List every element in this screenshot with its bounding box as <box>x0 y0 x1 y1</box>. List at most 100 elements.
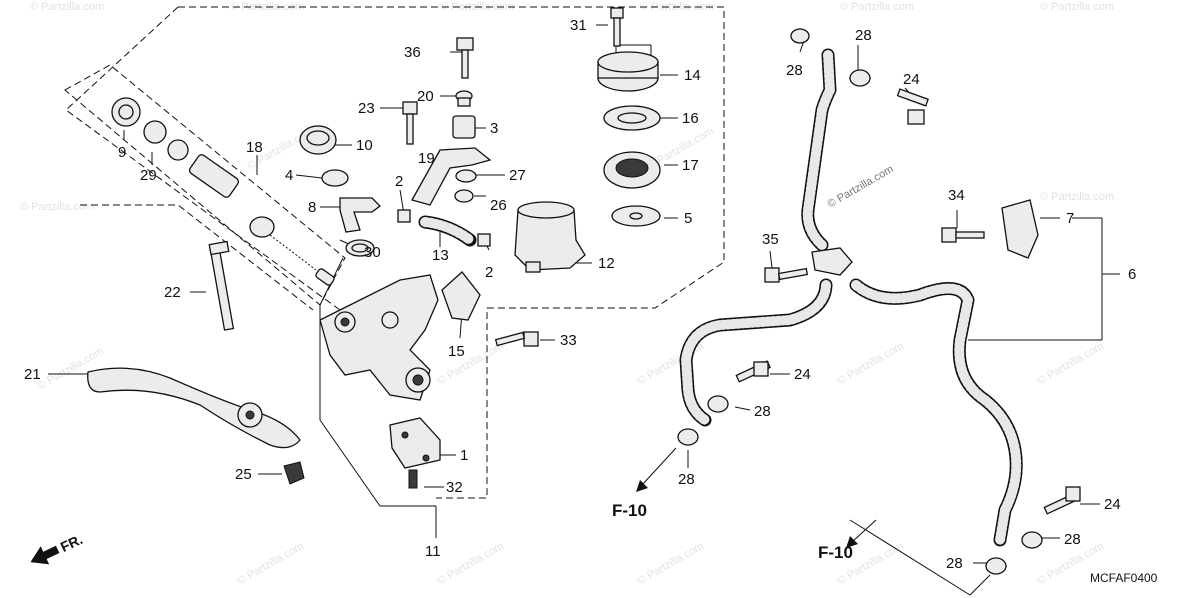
callout-2b: 2 <box>485 264 493 281</box>
hose-joint-8 <box>339 197 381 233</box>
callout-10: 10 <box>356 137 373 154</box>
callout-11: 11 <box>425 543 441 560</box>
ref-f10-right: F-10 <box>818 543 853 562</box>
hose-joint-block <box>811 247 853 276</box>
o-ring-30 <box>345 239 375 257</box>
washer-20 <box>455 90 473 107</box>
watermark: © Partzilla.com <box>1040 1 1114 13</box>
brake-switch <box>389 417 441 469</box>
callout-9: 9 <box>118 144 126 161</box>
collar-27 <box>455 169 477 183</box>
nut-26 <box>454 189 474 203</box>
callout-16: 16 <box>682 110 699 127</box>
callout-18: 18 <box>246 139 263 156</box>
callout-13: 13 <box>432 247 449 264</box>
right-brake-hose <box>849 278 1023 547</box>
callout-8: 8 <box>308 199 316 216</box>
callout-36: 36 <box>404 44 421 61</box>
watermark: © Partzilla.com <box>236 540 306 587</box>
master-cylinder-group-outline-left <box>65 6 341 311</box>
screw-31 <box>610 7 624 47</box>
boot-cap <box>299 125 337 155</box>
float-plate-5 <box>611 205 661 227</box>
diagram-code: MCFAF0400 <box>1090 571 1158 585</box>
callout-34: 34 <box>948 187 965 204</box>
front-label: FR. <box>58 531 85 555</box>
callout-28a: 28 <box>786 62 803 79</box>
watermark: © Partzilla.com <box>840 1 914 13</box>
bracket-19 <box>411 147 492 206</box>
callout-22: 22 <box>164 284 181 301</box>
watermark: © Partzilla.com <box>826 163 896 210</box>
watermark: © Partzilla.com <box>20 201 94 213</box>
hose-clip-2a <box>397 209 411 223</box>
callout-5: 5 <box>684 210 692 227</box>
callout-15: 15 <box>448 343 465 360</box>
callout-6: 6 <box>1128 266 1136 283</box>
callout-24a: 24 <box>903 71 920 88</box>
callout-31: 31 <box>570 17 587 34</box>
watermark: © Partzilla.com <box>30 1 104 13</box>
reservoir-hose-13 <box>418 215 477 247</box>
master-cylinder-body <box>319 274 439 401</box>
callout-12: 12 <box>598 255 615 272</box>
watermark: © Partzilla.com <box>636 540 706 587</box>
bolt-23 <box>402 101 418 145</box>
leader-lines <box>48 24 1120 596</box>
callout-23: 23 <box>358 100 375 117</box>
piston-set-outline <box>64 64 346 306</box>
ref-arrow-left: F-10 <box>612 447 677 520</box>
switch-bracket-line <box>319 305 436 507</box>
pivot-nut <box>283 461 305 485</box>
callout-26: 26 <box>490 197 507 214</box>
watermark: © Partzilla.com <box>836 340 906 387</box>
callout-labels: 36 23 20 3 10 4 8 30 19 27 26 2 13 2 12 … <box>24 17 1136 572</box>
ref-arrow-right: F-10 <box>818 519 877 562</box>
master-cylinder-group-outline <box>178 6 725 499</box>
callout-29: 29 <box>140 167 157 184</box>
piston-subgroup-outline <box>80 204 314 311</box>
bolt-35 <box>764 267 809 283</box>
callout-30: 30 <box>364 244 381 261</box>
callout-27: 27 <box>509 167 526 184</box>
callout-28c: 28 <box>754 403 771 420</box>
callout-4: 4 <box>285 167 293 184</box>
reservoir-12 <box>514 201 586 273</box>
diaphragm-17 <box>603 151 661 189</box>
washers-28 <box>677 28 1043 575</box>
group-outlines <box>64 6 725 507</box>
reservoir-cap-14 <box>597 51 659 92</box>
callout-25: 25 <box>235 466 252 483</box>
callout-20: 20 <box>417 88 434 105</box>
callout-33: 33 <box>560 332 577 349</box>
hose-clamp-7 <box>1001 199 1039 259</box>
bolt-36 <box>456 37 474 79</box>
callout-14: 14 <box>684 67 701 84</box>
callout-19: 19 <box>418 150 435 167</box>
callout-24b: 24 <box>794 366 811 383</box>
callout-7: 7 <box>1066 210 1074 227</box>
callout-32: 32 <box>446 479 463 496</box>
watermark: © Partzilla.com <box>1040 191 1114 203</box>
callout-35: 35 <box>762 231 779 248</box>
switch-screw <box>408 469 418 489</box>
front-arrow: FR. <box>30 531 85 565</box>
holder-15 <box>441 271 481 321</box>
ref-f10-left: F-10 <box>612 501 647 520</box>
callout-28f: 28 <box>946 555 963 572</box>
callout-1: 1 <box>460 447 468 464</box>
callout-28d: 28 <box>678 471 695 488</box>
callout-2a: 2 <box>395 173 403 190</box>
brake-lever <box>87 367 301 449</box>
callout-28e: 28 <box>1064 531 1081 548</box>
plate-16 <box>603 105 661 131</box>
callout-24c: 24 <box>1104 496 1121 513</box>
hose-clip-2b <box>477 233 491 247</box>
upper-brake-hose <box>801 48 837 252</box>
left-brake-hose <box>679 278 833 427</box>
bolt-33 <box>494 331 539 347</box>
callout-17: 17 <box>682 157 699 174</box>
piston-assembly <box>111 97 335 286</box>
pivot-bolt <box>208 240 235 331</box>
